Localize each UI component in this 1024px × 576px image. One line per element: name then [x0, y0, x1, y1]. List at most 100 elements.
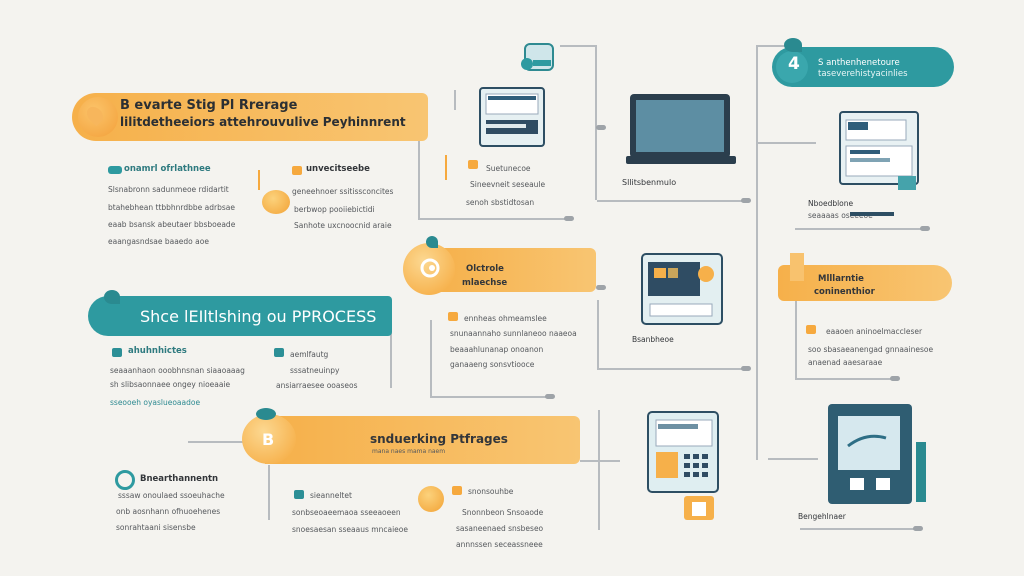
teal-square-icon	[274, 348, 284, 357]
teal-tag-icon	[108, 166, 122, 174]
screen-block-line: seaaaas oseeeoe	[808, 211, 873, 220]
browser-window-icon	[839, 111, 919, 190]
orange-flag-icon	[790, 253, 804, 281]
orange-square-icon	[292, 166, 302, 175]
mid-block-1-line: Sanhote uxcnoocnid araie	[294, 221, 392, 230]
screen-block-bar	[850, 212, 894, 216]
process-title: Shce lEIltlshing ou PPROCESS	[140, 307, 377, 326]
left-block-1-line: eaab bsansk abeutaer bbsboeade	[108, 220, 236, 229]
connector-line	[597, 200, 747, 202]
key-card-icon	[521, 43, 554, 71]
center-block-heading: ennheas ohmeamslee	[464, 314, 547, 323]
connector-line	[597, 300, 599, 370]
circle-banner-subtitle: mlaechse	[462, 278, 508, 288]
left-block-1-line: Slsnabronn sadunmeoe rdidartit	[108, 185, 229, 194]
bottom-mid2-line: annnssen seceassneee	[456, 540, 543, 549]
bottom-mid-line: snoesaesan sseaaus mncaieoe	[292, 525, 408, 534]
connector-line	[768, 458, 818, 460]
connector-line	[430, 320, 432, 398]
banner-step-3	[265, 416, 580, 464]
teal-ring-icon	[115, 470, 135, 490]
right-block-heading: eaaoen aninoelmaccleser	[826, 327, 923, 336]
screen-block-label: Nboedblone	[808, 199, 854, 208]
banner-step-4-number: 4	[788, 54, 800, 74]
orange-square-icon	[806, 325, 816, 334]
card-reader-icon	[647, 411, 719, 520]
connector-line	[430, 396, 550, 398]
connector-line	[560, 45, 595, 47]
bottom-left-line: sonrahtaani sisensbe	[116, 523, 196, 532]
connector-knob	[890, 376, 900, 381]
teal-square-icon	[294, 490, 304, 499]
connector-line	[795, 228, 925, 230]
right-block-line: anaenad aaesaraae	[808, 358, 883, 367]
banner-step-1-title: B evarte Stig Pl Rrerage	[120, 98, 298, 113]
connector-line	[418, 218, 568, 220]
right-block-line: soo sbasaeanengad gnnaainesoe	[808, 345, 934, 354]
banner-step-4-line2: taseverehistyacinlies	[818, 69, 908, 79]
banner-step-3-sub: mana naes mama naem	[372, 448, 446, 455]
mid-block-2-line: senoh sbstidtosan	[466, 198, 535, 207]
payment-terminal-icon	[641, 253, 723, 325]
connector-line	[390, 300, 392, 388]
left-block-1-line: eaangasndsae baaedo aoe	[108, 237, 209, 246]
mid-block-1-line: geneehnoer ssitissconcites	[292, 187, 394, 196]
left-block-1-line: btahebhean ttbbhnrdbbe adrbsae	[108, 203, 235, 212]
mid-block-3-line: ansiarraesee ooaseos	[276, 381, 358, 390]
teal-drop-icon	[104, 290, 120, 304]
mid-block-2-line: Sineevneit seseaule	[470, 180, 546, 189]
connector-knob	[596, 125, 606, 130]
left-block-2-line: sh slibsaonnaee ongey nioeaaie	[110, 380, 231, 389]
teal-square-icon	[112, 348, 122, 357]
swirl-icon	[420, 258, 440, 278]
connector-line	[580, 460, 620, 462]
center-block-line: snunaannaho sunnlaneoo naaeoa	[450, 329, 577, 338]
connector-knob	[741, 198, 751, 203]
tablet-icon	[828, 404, 926, 504]
banner-step-right	[778, 265, 952, 301]
teal-drop-icon	[784, 38, 802, 52]
connector-line	[268, 465, 270, 520]
circle-banner-title: Olctrole	[466, 264, 504, 274]
circle-node	[403, 243, 455, 295]
step-3-icon-label: B	[262, 430, 275, 449]
connector-line	[598, 410, 600, 530]
left-block-2-line: sseooeh oyaslueoaadoe	[110, 398, 201, 407]
bottom-mid2-heading: snonsouhbe	[468, 487, 514, 496]
left-block-2-heading: ahuhnhictes	[128, 346, 187, 356]
teal-flag-icon	[426, 236, 438, 248]
connector-knob	[920, 226, 930, 231]
connector-line	[756, 142, 816, 144]
left-block-2-line: seaaanhaon ooobhnsnan siaaoaaag	[110, 366, 245, 375]
pos-label: Bsanbheoe	[632, 335, 674, 344]
connector-line	[418, 140, 420, 220]
mid-block-1-heading: unvecitseebe	[306, 164, 370, 174]
connector-line	[445, 155, 447, 180]
connector-line	[756, 45, 796, 47]
connector-knob	[545, 394, 555, 399]
bottom-mid2-line: sasaneenaed snsbeseo	[456, 524, 544, 533]
bottom-left-line: onb aosnhann ofhuoehenes	[116, 507, 221, 516]
orange-square-icon	[452, 486, 462, 495]
orange-node	[418, 486, 444, 512]
bottom-mid-line: sonbseoaeemaoa sseeaoeen	[292, 508, 401, 517]
connector-line	[800, 528, 920, 530]
banner-step-4-badge	[776, 51, 808, 83]
mid-block-3-heading: aemlfautg	[290, 350, 329, 359]
step-3-circle	[242, 414, 296, 464]
banner-step-circle	[430, 248, 596, 292]
connector-line	[756, 45, 758, 460]
bottom-mid2-line: Snonnbeon Snsoaode	[462, 508, 544, 517]
tablet-label: Bengehlnaer	[798, 512, 846, 521]
connector-knob	[741, 366, 751, 371]
mid-block-2-heading: Suetunecoe	[486, 164, 531, 173]
connector-line	[595, 45, 597, 200]
mid-block-1-line: berbwop pooiiebictidi	[294, 205, 375, 214]
banner-step-1-subtitle: lilitdetheeiors attehrouvulive Peyhinnre…	[120, 115, 406, 129]
connector-line	[258, 170, 260, 190]
connector-knob	[564, 216, 574, 221]
center-block-line: beaaahlunanap onoanon	[450, 345, 544, 354]
banner-step-4-line1: S anthenhenetoure	[818, 58, 900, 68]
orange-square-icon	[468, 160, 478, 169]
connector-line	[795, 378, 895, 380]
